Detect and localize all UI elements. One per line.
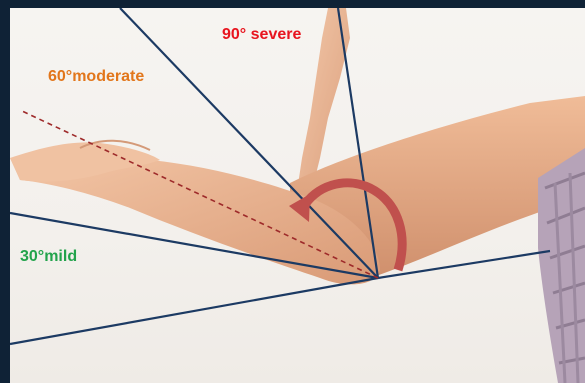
moderate-angle-label: 60°moderate xyxy=(48,69,144,85)
line-lower xyxy=(10,278,378,344)
severe-angle-label: 90° severe xyxy=(222,27,301,43)
arm-illustration xyxy=(10,8,585,383)
plaid-sleeve xyxy=(538,148,585,383)
elbow-photo: 90° severe 60°moderate 30°mild xyxy=(10,8,585,383)
mild-angle-label: 30°mild xyxy=(20,249,77,265)
